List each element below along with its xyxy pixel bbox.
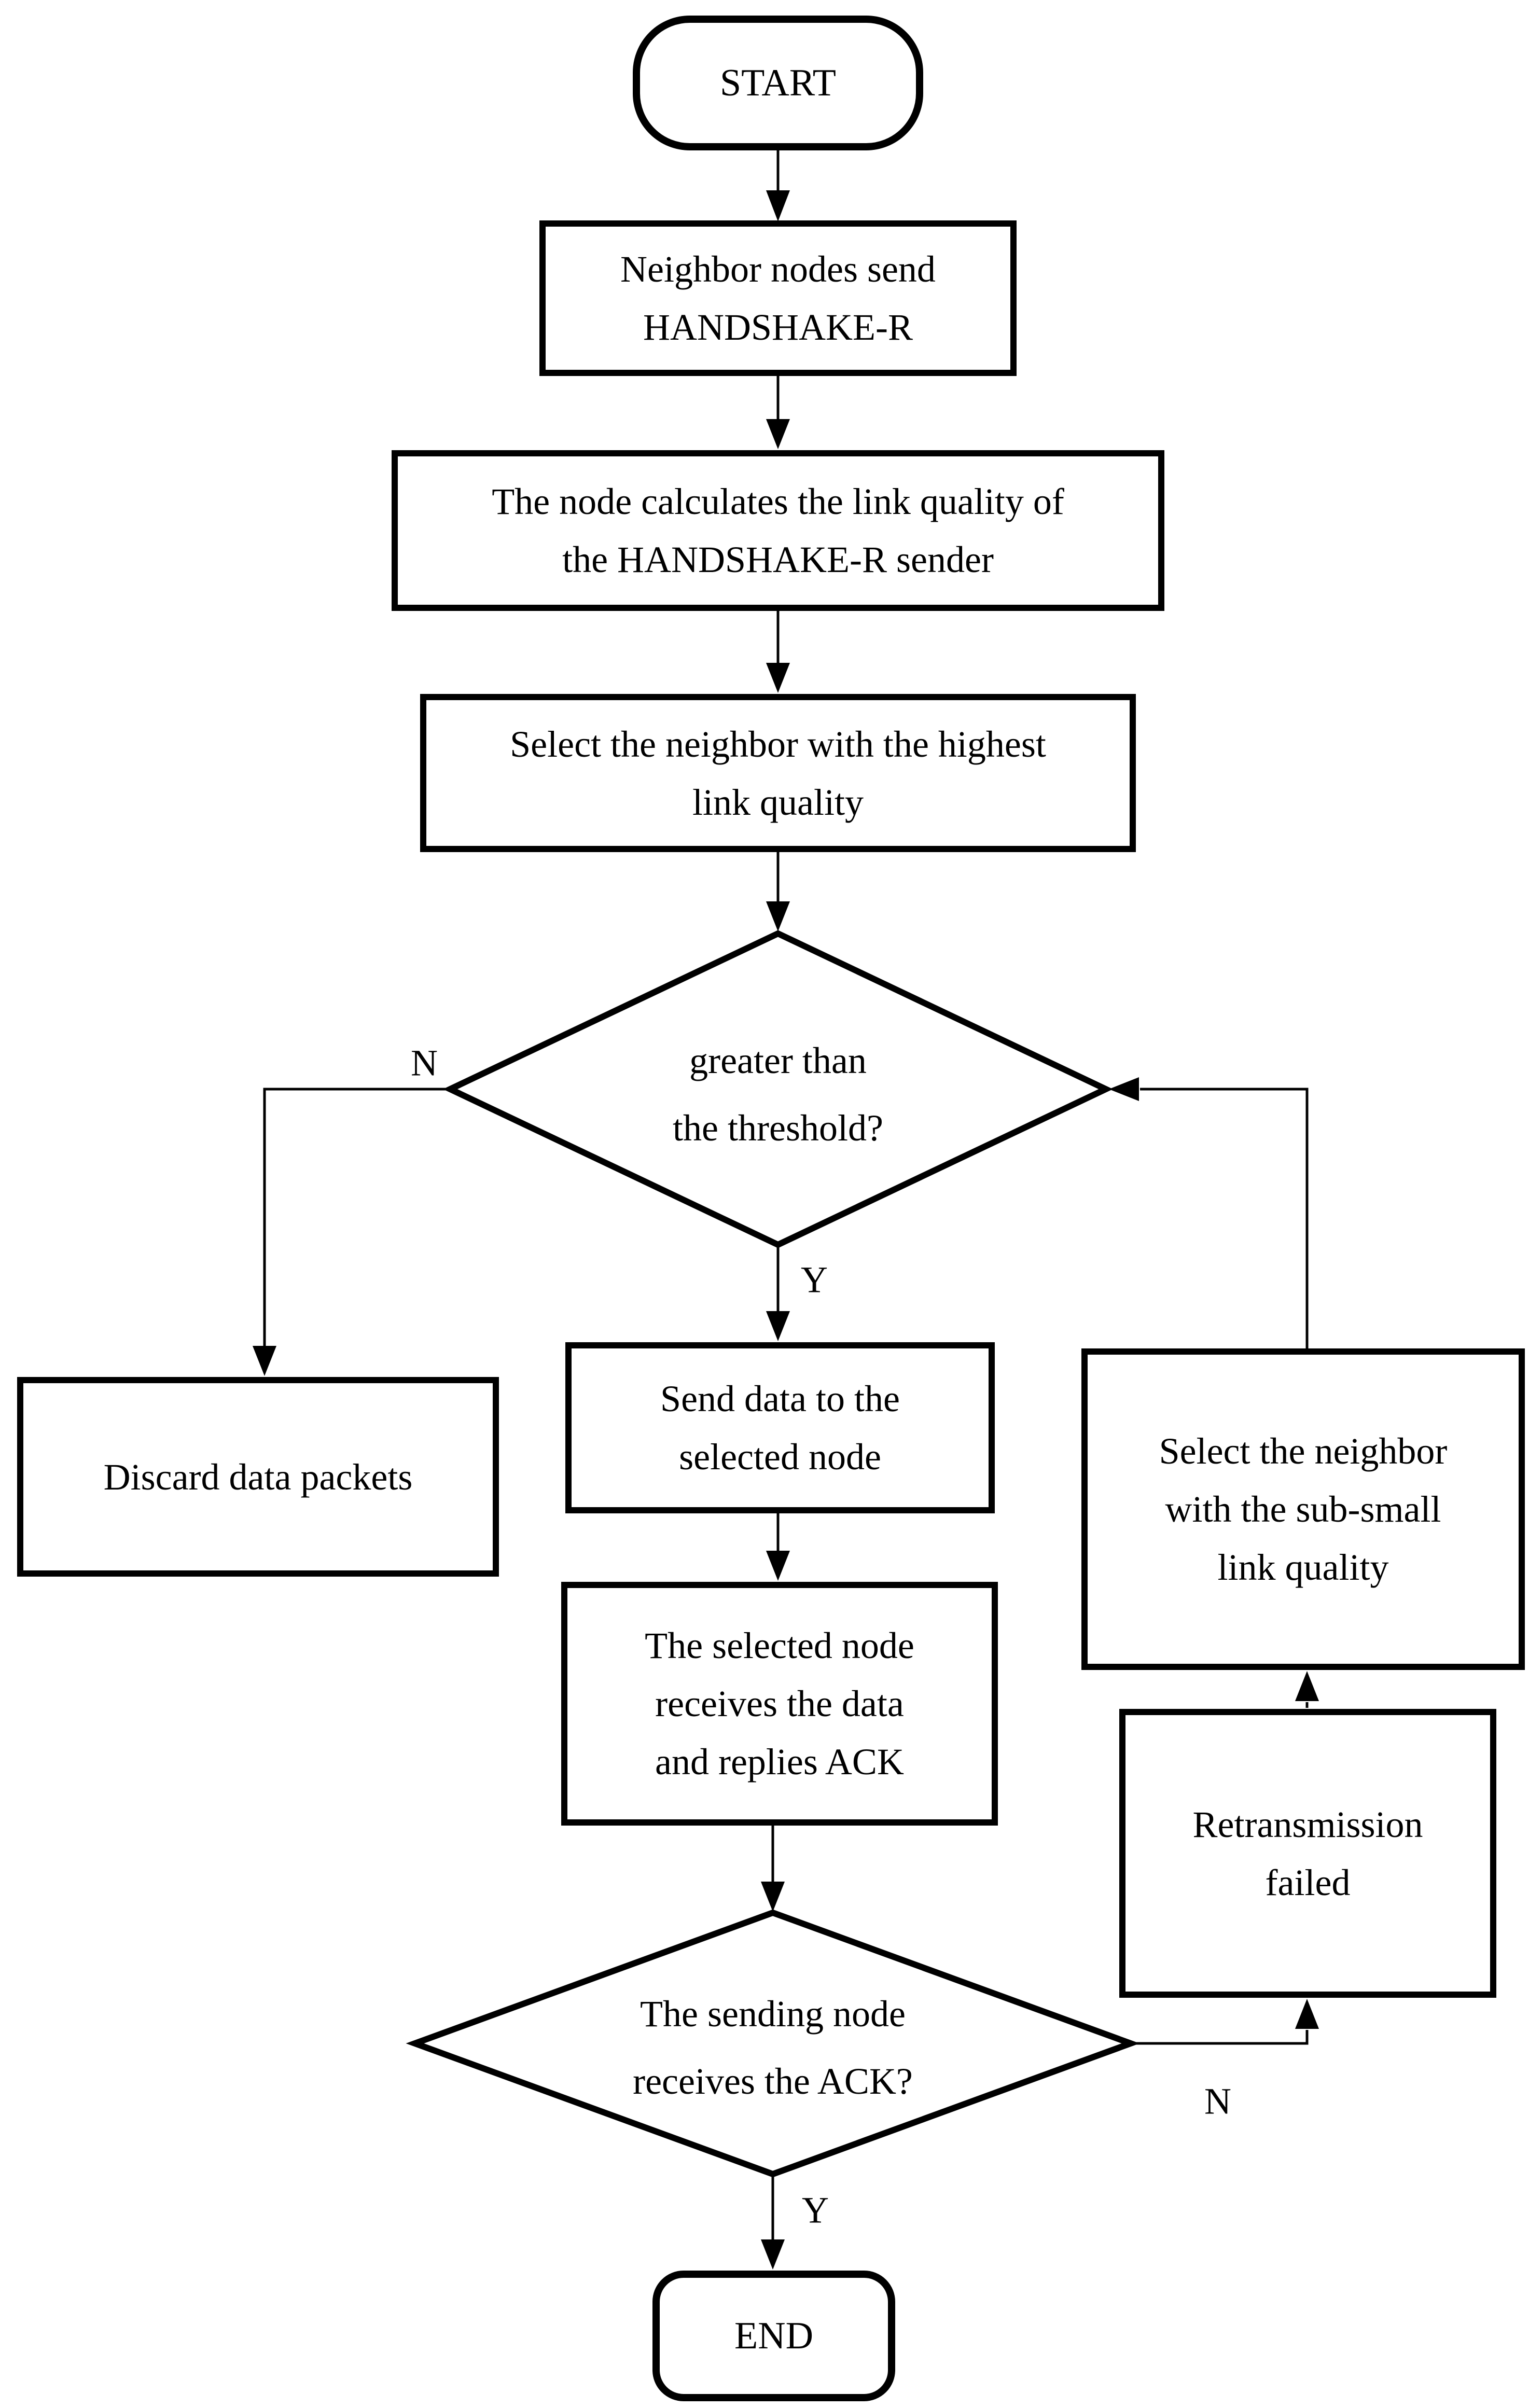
arrow-down-icon [253, 1346, 276, 1376]
arrow-down-icon [766, 663, 790, 693]
end-node: END [652, 2271, 895, 2401]
edge-ack-yes-to-end [761, 2174, 785, 2270]
node-text-line: Select the neighbor [1159, 1430, 1448, 1472]
node-text-line: receives the ACK? [633, 2061, 913, 2102]
arrow-down-icon [761, 2239, 785, 2270]
edge-calc-to-select-highest [766, 611, 790, 693]
edge-ack-no-to-retransmission [1131, 1999, 1319, 2045]
end-label: END [734, 2315, 814, 2357]
discard-node: Discard data packets [17, 1377, 499, 1577]
neighbor-handshake-node: Neighbor nodes send HANDSHAKE-R [539, 220, 1017, 376]
node-text-line: link quality [692, 781, 864, 823]
edge-send-data-to-receives [766, 1513, 790, 1581]
edge-line [1131, 2030, 1309, 2045]
node-text-line: link quality [1217, 1547, 1389, 1588]
arrow-down-icon [766, 419, 790, 449]
threshold-no-label: N [411, 1042, 438, 1084]
node-text-line: with the sub-small [1165, 1488, 1441, 1530]
node-text-line: Send data to the [660, 1378, 900, 1419]
edge-threshold-yes-to-send-data [766, 1245, 790, 1341]
arrow-up-icon [1295, 1671, 1319, 1701]
retransmission-node: Retransmission failed [1119, 1709, 1496, 1998]
arrow-down-icon [766, 901, 790, 931]
select-highest-node: Select the neighbor with the highest lin… [420, 694, 1136, 852]
ack-yes-label: Y [802, 2189, 829, 2231]
node-text-line: Retransmission [1192, 1803, 1423, 1845]
node-text-line: Discard data packets [103, 1456, 413, 1498]
calc-link-quality-node: The node calculates the link quality of … [392, 450, 1164, 611]
node-text-line: HANDSHAKE-R [643, 307, 913, 348]
edge-subsmall-to-threshold [1109, 1077, 1309, 1348]
node-text-line: The node calculates the link quality of [492, 481, 1064, 522]
node-text-line: The sending node [640, 1993, 906, 2035]
node-text-line: greater than [689, 1040, 867, 1081]
edge-receives-to-ack-decision [761, 1826, 785, 1912]
node-text-line: Select the neighbor with the highest [510, 723, 1046, 765]
start-node: START [633, 16, 923, 150]
selected-receives-node: The selected node receives the data and … [561, 1582, 998, 1826]
node-text-line: selected node [679, 1436, 881, 1478]
edge-start-to-handshake [766, 150, 790, 221]
arrow-down-icon [761, 1882, 785, 1912]
select-subsmall-node: Select the neighbor with the sub-small l… [1081, 1348, 1525, 1670]
node-text-line: failed [1265, 1861, 1351, 1903]
edge-retransmission-to-subsmall [1295, 1671, 1319, 1708]
arrow-left-icon [1109, 1077, 1139, 1101]
node-text-line: and replies ACK [655, 1741, 904, 1783]
node-text-line: the HANDSHAKE-R sender [562, 539, 994, 580]
edge-select-highest-to-threshold [766, 852, 790, 931]
threshold-decision-label: greater than the threshold? [673, 1027, 883, 1162]
edge-handshake-to-calc [766, 376, 790, 449]
send-data-node: Send data to the selected node [565, 1342, 995, 1513]
node-text-line: The selected node [645, 1625, 914, 1666]
edge-line [263, 1088, 450, 1348]
arrow-down-icon [766, 1311, 790, 1341]
start-label: START [720, 62, 836, 104]
threshold-yes-label: Y [801, 1259, 828, 1301]
node-text-line: the threshold? [673, 1107, 883, 1149]
node-text-line: receives the data [655, 1683, 904, 1724]
arrow-down-icon [766, 1551, 790, 1581]
edge-threshold-no-to-discard [253, 1088, 450, 1376]
node-text-line: Neighbor nodes send [620, 248, 936, 290]
arrow-down-icon [766, 190, 790, 221]
ack-decision-label: The sending node receives the ACK? [633, 1980, 913, 2115]
edge-line [1140, 1088, 1309, 1348]
arrow-up-icon [1295, 1999, 1319, 2029]
ack-no-label: N [1204, 2080, 1231, 2122]
